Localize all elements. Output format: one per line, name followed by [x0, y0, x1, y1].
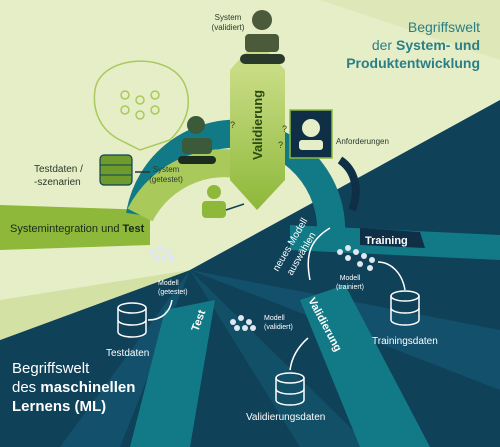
new-model-arrow [307, 227, 331, 281]
person-arrow [225, 203, 245, 211]
system-world-title-line2: der System- und [372, 37, 480, 53]
trainingsdaten-label: Trainingsdaten [372, 336, 438, 347]
testdaten-arrow [147, 299, 173, 321]
model-tested-icon [149, 245, 175, 261]
system-world-title-line3: Produktentwicklung [346, 55, 480, 71]
system-world-title-line1: Begriffswelt [408, 19, 480, 35]
ml-world-title-line3: Lernens (ML) [12, 398, 106, 415]
trainingsdaten-db-icon [390, 290, 420, 326]
robot-head-icon [302, 119, 320, 137]
model-tested-label-1: Modell [158, 280, 179, 287]
ml-world-title-line1: Begriffswelt [12, 360, 90, 377]
dark-ray-3 [190, 270, 370, 447]
testdata-scenarios-label-1: Testdaten / [34, 164, 83, 175]
validierungsdaten-arrow [289, 337, 309, 371]
system-validated-label-1: System [215, 13, 242, 22]
requirements-label: Anforderungen [336, 137, 389, 146]
validation-arrow [230, 70, 285, 210]
validierungsdaten-label: Validierungsdaten [246, 412, 325, 423]
requirements-connector [337, 156, 360, 212]
system-validated-label-2: (validiert) [212, 23, 245, 32]
model-trained-label-1: Modell [340, 275, 361, 282]
person-icon [202, 185, 226, 218]
model-validated-label-1: Modell [264, 315, 285, 322]
testdaten-label: Testdaten [106, 348, 149, 359]
ml-validation-band [300, 285, 430, 447]
trainingsdaten-arrow [377, 261, 406, 291]
sysint-band [0, 205, 150, 250]
model-validated-icon [230, 315, 256, 331]
testdata-scenarios-db-icon [99, 154, 133, 186]
test-band [130, 300, 215, 447]
testdata-scenarios-label-2: -szenarien [34, 177, 81, 188]
model-trained-icon [337, 245, 375, 271]
ml-world-title-line2: des maschinellen [12, 379, 135, 396]
requirements-box [289, 109, 333, 159]
system-tested-label-1: System [153, 165, 180, 174]
testdaten-db-icon [117, 302, 147, 338]
light-sunburst-left [0, 270, 190, 340]
robot-validated-icon [240, 10, 285, 64]
question-mark-1: ? [230, 120, 235, 130]
light-sunburst [170, 0, 500, 60]
training-label-bg [360, 228, 425, 248]
training-label: Training [365, 235, 408, 247]
brain-head-icon [93, 60, 190, 151]
validierungsdaten-db-icon [275, 372, 305, 406]
robot-body-icon [299, 140, 323, 150]
dark-ray-1 [60, 270, 190, 447]
question-mark-2: ? [282, 124, 287, 134]
model-validated-label-2: (validiert) [264, 324, 293, 331]
sysint-label: Systemintegration und Test [10, 223, 145, 235]
robot-tested-icon [178, 116, 216, 164]
model-trained-label-2: (trainiert) [336, 284, 364, 291]
validation-arrow-label: Validierung [250, 90, 265, 160]
system-tested-label-2: (getestet) [149, 175, 183, 184]
model-tested-label-2: (getestet) [158, 289, 188, 296]
question-mark-3: ? [278, 140, 283, 150]
